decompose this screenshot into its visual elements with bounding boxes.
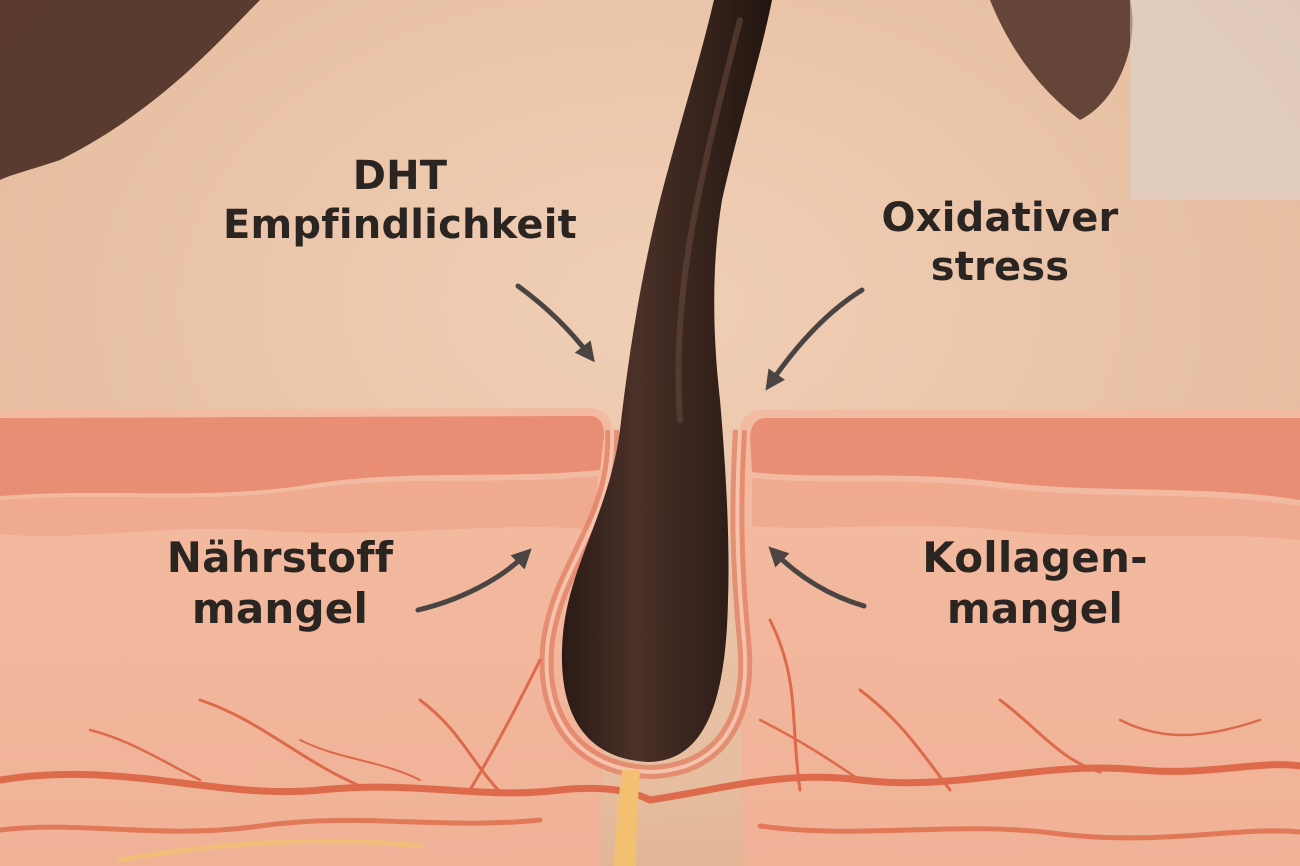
label-oxidativer-stress: Oxidativer stress (830, 194, 1170, 292)
arrow-dht (515, 283, 595, 363)
arrow-oxidative (765, 287, 865, 391)
hair-highlight (675, 17, 743, 423)
arrow-naehrstoff (415, 548, 532, 613)
papillary-band-left (0, 476, 598, 537)
epidermis-band-left (0, 416, 604, 496)
papillary-band-right (752, 478, 1300, 540)
dark-hair-right (990, 0, 1133, 120)
dark-hair-left (0, 0, 260, 180)
label-dht-empfindlichkeit: DHT Empfindlichkeit (200, 152, 600, 250)
arrow-kollagen (768, 546, 867, 609)
epidermis-band-right (750, 418, 1300, 500)
hair-shaft (561, 0, 772, 762)
label-oxi-line2: stress (930, 243, 1070, 290)
label-kollagenmangel: Kollagen- mangel (880, 532, 1190, 634)
label-koll-line2: mangel (946, 584, 1124, 634)
follicle-sheath-inner (544, 429, 748, 775)
blood-vessels (0, 618, 1300, 841)
label-naehr-line2: mangel (191, 584, 369, 634)
label-dht-line2: Empfindlichkeit (223, 201, 577, 248)
background-right-light (1130, 0, 1300, 200)
label-oxi-line1: Oxidativer (881, 195, 1119, 241)
label-naehrstoffmangel: Nährstoff mangel (140, 532, 420, 634)
yellow-vessel (117, 838, 423, 863)
label-dht-line1: DHT (352, 153, 448, 199)
label-naehr-line1: Nährstoff (166, 533, 394, 582)
root-strand (614, 770, 640, 866)
arrows (415, 283, 867, 613)
label-koll-line1: Kollagen- (922, 533, 1148, 582)
